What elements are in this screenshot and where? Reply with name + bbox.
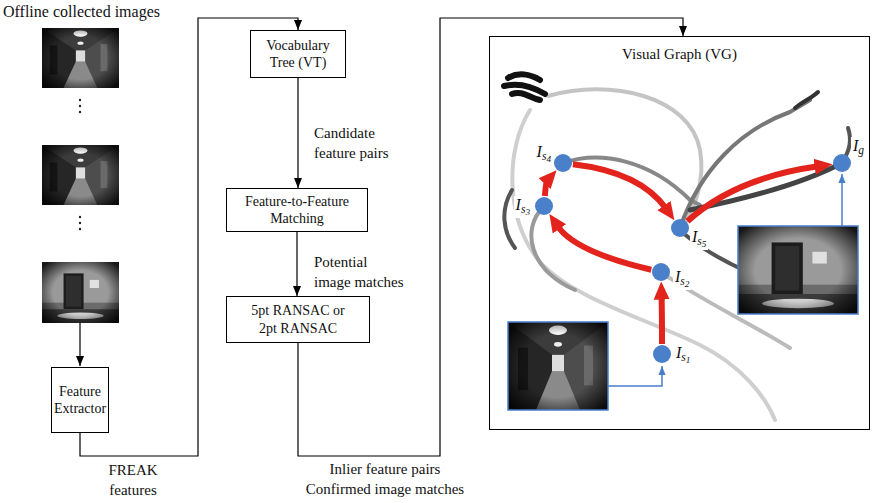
photo [42, 262, 119, 323]
photo [42, 28, 119, 88]
inset-border [508, 322, 608, 410]
box-text: Feature-to-Feature Matching [231, 193, 363, 227]
inset-photo [738, 226, 858, 314]
graph-vertex: Is5 [671, 219, 689, 237]
graph-vertex: Is2 [652, 263, 670, 281]
illustration-part [79, 99, 81, 101]
illustration-part [79, 222, 81, 224]
vertex-label: Ig [851, 137, 866, 157]
graph-vertex: Ig [833, 154, 851, 172]
insets [508, 174, 858, 410]
flow-arrow [80, 18, 298, 456]
illustration-part [79, 111, 81, 113]
route-arrow [687, 166, 818, 221]
ellipsis-dots [79, 99, 81, 230]
photo-stack [42, 28, 119, 366]
process-box: Feature-to-Feature Matching [226, 188, 368, 232]
graph-panel: Visual Graph (VG) Is1 Is2 Is3 Is4Is5 Ig [489, 36, 870, 430]
flow-arrow [296, 232, 297, 296]
illustration-part [795, 92, 818, 108]
illustration-part [548, 89, 701, 226]
edge-label: Potential image matches [314, 253, 406, 292]
vertex-label: Is3 [514, 196, 532, 218]
photo [42, 145, 119, 205]
vertex-label: Is4 [535, 143, 553, 165]
leader-line [608, 366, 662, 386]
route-arrow [557, 226, 651, 270]
box-text: Vocabulary Tree (VT) [255, 37, 341, 71]
flow-arrow [298, 18, 683, 456]
process-box: Vocabulary Tree (VT) [250, 30, 346, 78]
edge-label: Candidate feature pairs [314, 124, 414, 163]
inset-border [738, 226, 858, 314]
edge-label: FREAK features [93, 461, 173, 500]
graph-vertex: Is1 [653, 345, 671, 363]
graph-vertex: Is3 [535, 197, 553, 215]
illustration-part [504, 74, 545, 100]
feed-arrow [79, 323, 80, 366]
illustration-part [79, 228, 81, 230]
vertex-label: Is2 [673, 268, 691, 290]
process-box: 5pt RANSAC or 2pt RANSAC [226, 296, 370, 343]
process-box: Feature Extractor [51, 367, 109, 433]
illustration-part [79, 105, 81, 107]
panel-title: Visual Graph (VG) [490, 46, 869, 63]
route-arrow [545, 181, 547, 196]
caption-text: Offline collected images [3, 3, 160, 21]
route-arrow [573, 164, 666, 208]
inset-photo [508, 322, 608, 410]
vertex-label: Is5 [690, 228, 708, 250]
flow-arrow [297, 78, 298, 188]
leader-line [841, 174, 843, 226]
route-arrow [659, 296, 665, 344]
illustration-part [531, 206, 575, 290]
vertex-label: Is1 [674, 344, 692, 366]
edge-label: Inlier feature pairs Confirmed image mat… [300, 460, 470, 499]
box-text: Feature Extractor [54, 383, 106, 417]
box-text: 5pt RANSAC or 2pt RANSAC [244, 302, 352, 336]
graph-vertex: Is4 [554, 154, 572, 172]
illustration-part [79, 216, 81, 218]
